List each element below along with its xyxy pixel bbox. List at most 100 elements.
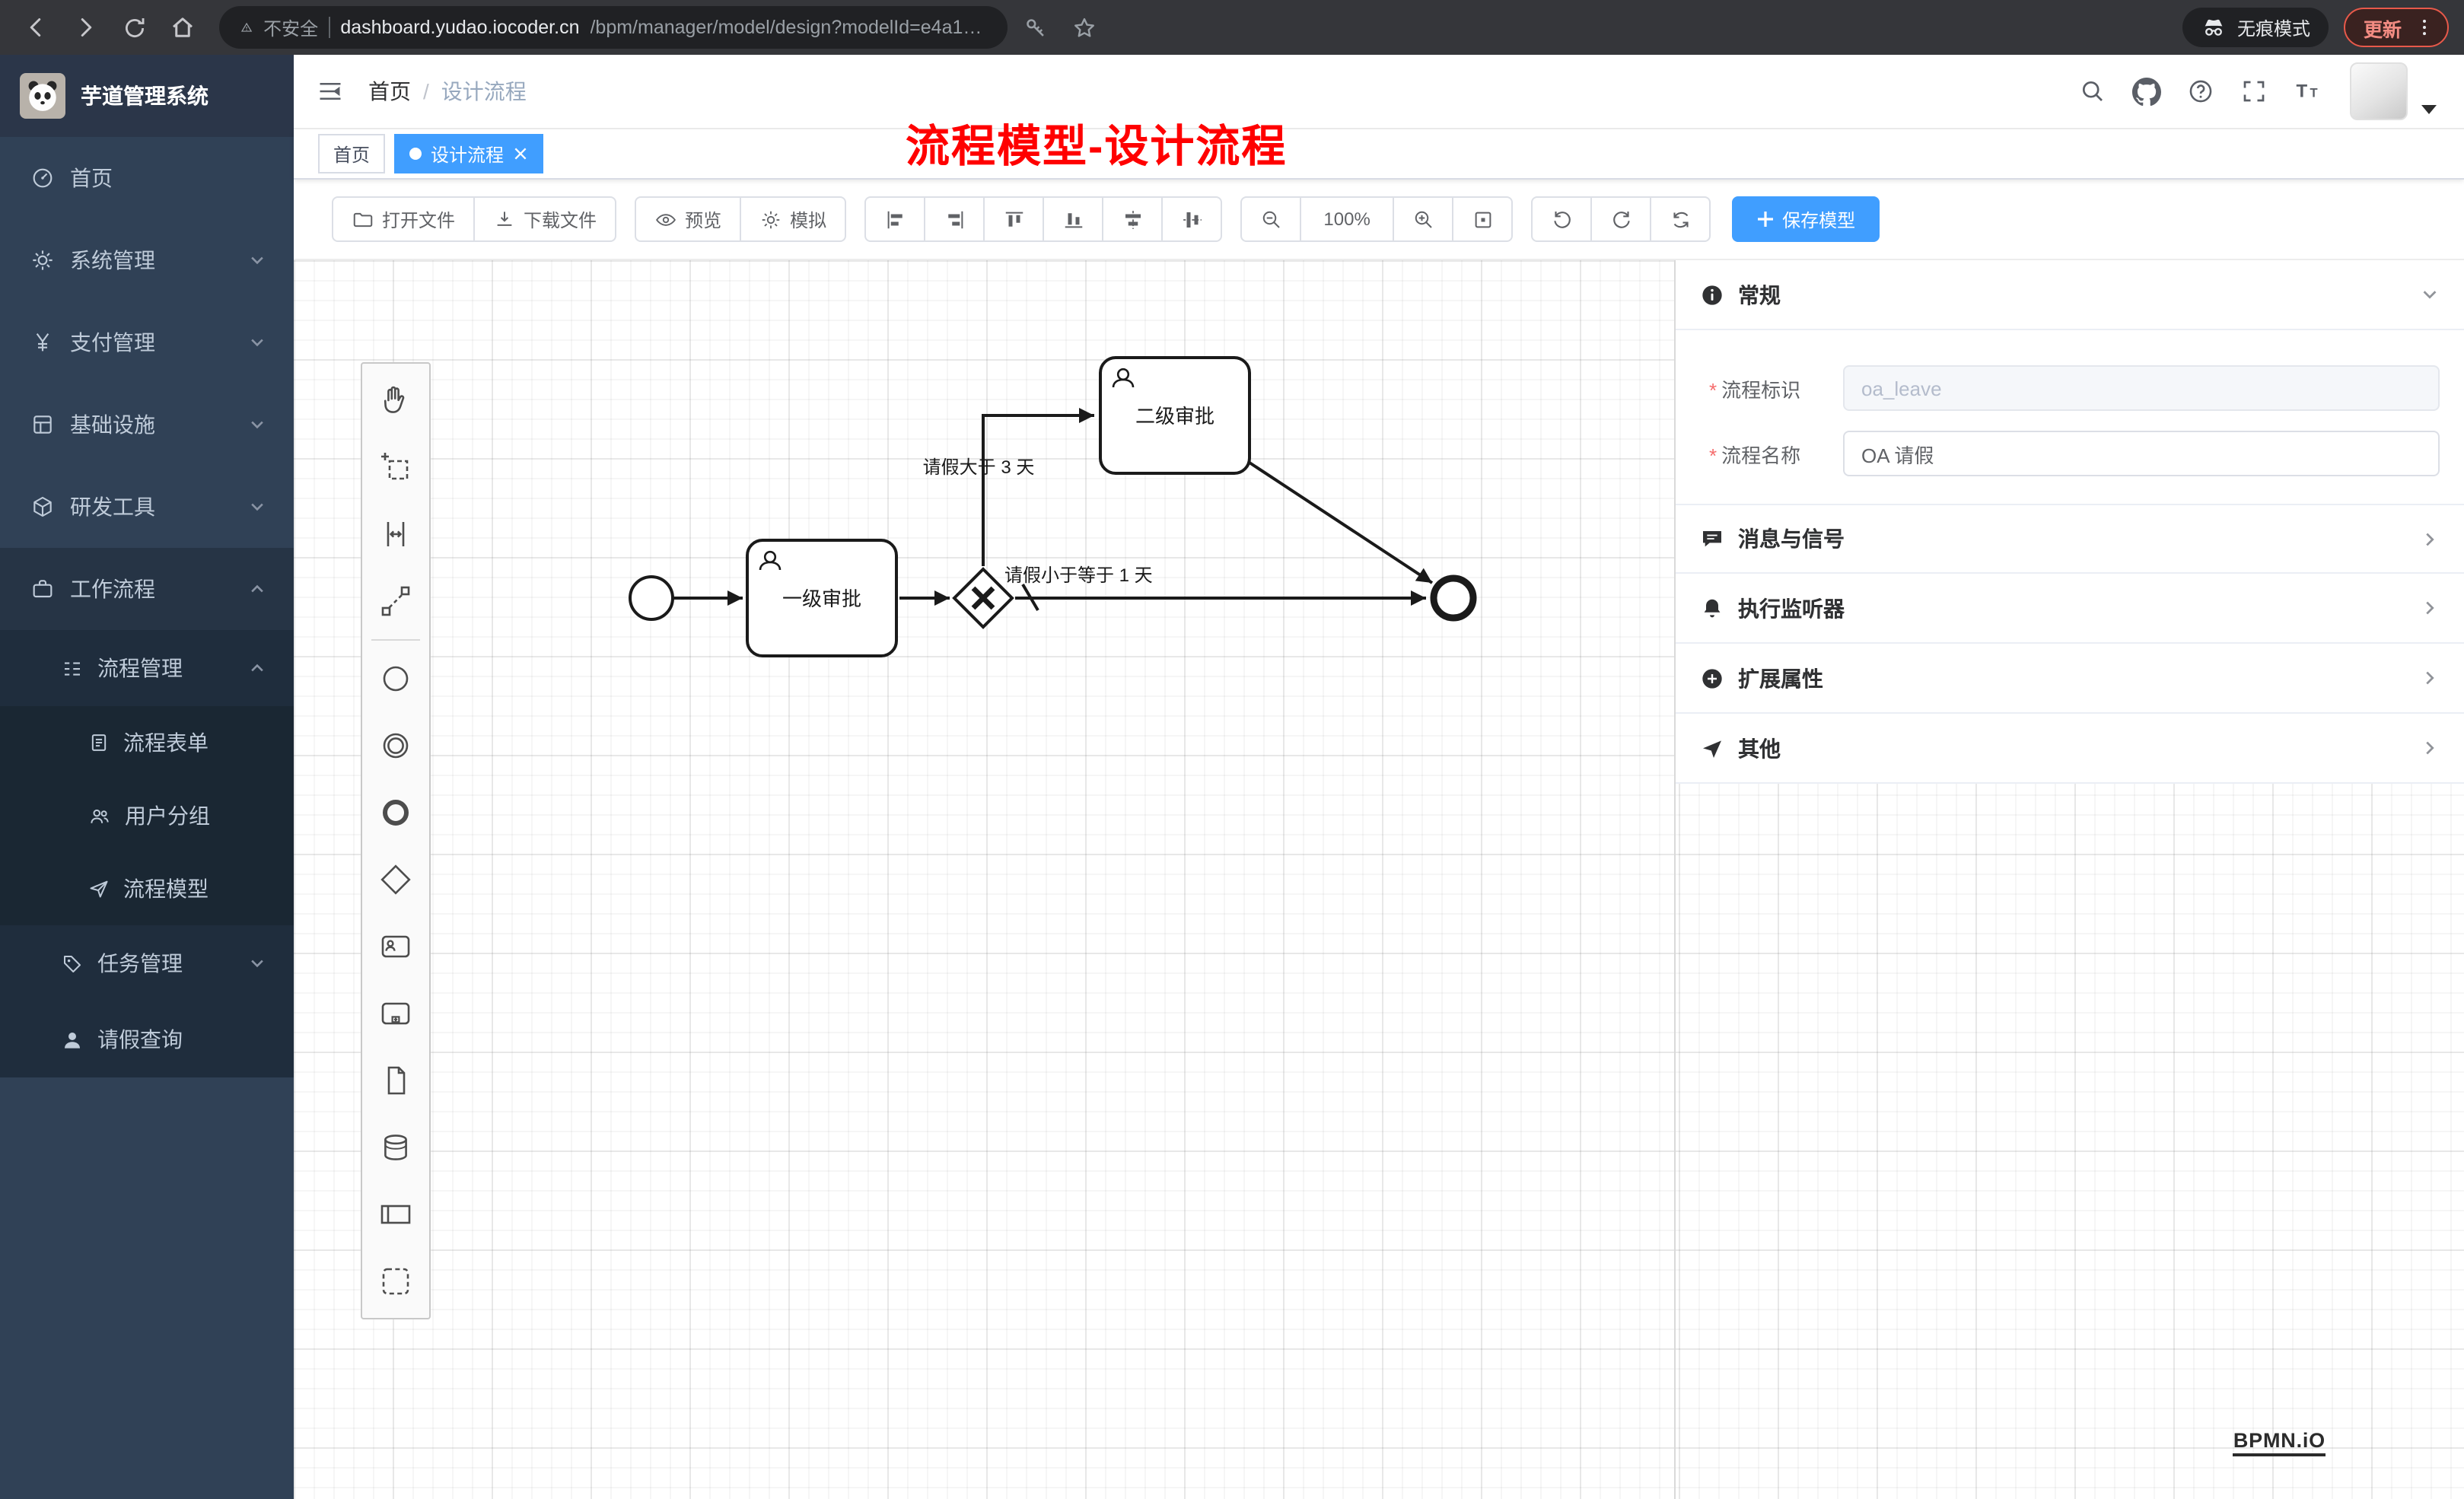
sidebar-item-payment[interactable]: 支付管理 bbox=[0, 301, 294, 384]
download-file-button[interactable]: 下载文件 bbox=[473, 196, 617, 242]
palette-create-subprocess[interactable] bbox=[362, 980, 429, 1047]
undo-button[interactable] bbox=[1531, 196, 1593, 242]
redo-button[interactable] bbox=[1590, 196, 1652, 242]
gear-icon bbox=[762, 210, 780, 228]
password-key-button[interactable] bbox=[1014, 6, 1056, 49]
bookmark-star-button[interactable] bbox=[1062, 6, 1105, 49]
palette-separator bbox=[371, 639, 420, 641]
panel-section-other[interactable]: 其他 bbox=[1676, 714, 2464, 784]
start-event[interactable] bbox=[629, 575, 674, 621]
simulate-button[interactable]: 模拟 bbox=[740, 196, 847, 242]
restart-button[interactable] bbox=[1650, 196, 1711, 242]
palette-hand-tool[interactable] bbox=[362, 367, 429, 434]
zoom-in-button[interactable] bbox=[1393, 196, 1454, 242]
sidebar-item-home[interactable]: 首页 bbox=[0, 137, 294, 219]
panel-section-general[interactable]: 常规 bbox=[1676, 260, 2464, 330]
sidebar-item-label: 研发工具 bbox=[70, 495, 155, 519]
kebab-menu-icon[interactable] bbox=[2414, 17, 2435, 38]
palette-create-participant[interactable] bbox=[362, 1181, 429, 1248]
sidebar-item-user-group[interactable]: 用户分组 bbox=[0, 779, 294, 852]
refresh-icon bbox=[1673, 211, 1688, 228]
align-left-button[interactable] bbox=[864, 196, 926, 242]
field-label: *流程名称 bbox=[1709, 444, 1801, 466]
browser-reload-button[interactable] bbox=[113, 6, 155, 49]
tab-home[interactable]: 首页 bbox=[318, 134, 386, 173]
palette-space-tool[interactable] bbox=[362, 501, 429, 568]
palette-create-group[interactable] bbox=[362, 1248, 429, 1315]
panel-section-extension-attrs[interactable]: 扩展属性 bbox=[1676, 644, 2464, 714]
user-avatar[interactable] bbox=[2350, 62, 2408, 120]
palette-create-gateway[interactable] bbox=[362, 846, 429, 913]
save-model-button[interactable]: 保存模型 bbox=[1732, 196, 1880, 242]
bpmn-diagram[interactable]: 一级审批 二级审批 bbox=[294, 260, 1663, 1499]
lasso-icon bbox=[381, 453, 409, 480]
task-first-approval[interactable]: 一级审批 bbox=[746, 539, 898, 657]
palette-create-start-event[interactable] bbox=[362, 645, 429, 712]
search-icon bbox=[2082, 81, 2103, 101]
sidebar-item-process-form[interactable]: 流程表单 bbox=[0, 706, 294, 779]
chrome-update-button[interactable]: 更新 bbox=[2343, 8, 2449, 47]
properties-panel: 常规 *流程标识 *流程名称 bbox=[1674, 260, 2464, 1499]
browser-home-button[interactable] bbox=[161, 6, 204, 49]
align-right-button[interactable] bbox=[924, 196, 985, 242]
palette-create-data-object[interactable] bbox=[362, 1047, 429, 1114]
process-name-input[interactable] bbox=[1843, 431, 2440, 476]
sidebar-item-process-management[interactable]: 流程管理 bbox=[0, 630, 294, 706]
flow-label-greater-3-days[interactable]: 请假大于 3 天 bbox=[923, 457, 1035, 478]
github-link[interactable] bbox=[2132, 77, 2161, 106]
align-center-button[interactable] bbox=[1102, 196, 1164, 242]
help-button[interactable] bbox=[2187, 78, 2214, 105]
address-bar[interactable]: 不安全 dashboard.yudao.iocoder.cn/bpm/manag… bbox=[219, 6, 1008, 49]
svg-text:T: T bbox=[2297, 81, 2308, 102]
start-event-icon bbox=[383, 666, 409, 692]
security-label[interactable]: 不安全 bbox=[263, 18, 319, 39]
exclusive-gateway[interactable] bbox=[952, 567, 1014, 629]
zoom-reset-button[interactable] bbox=[1452, 196, 1514, 242]
browser-forward-button[interactable] bbox=[64, 6, 107, 49]
end-event[interactable] bbox=[1430, 574, 1477, 622]
avatar-caret-icon[interactable] bbox=[2421, 105, 2437, 114]
chevron-up-icon bbox=[248, 659, 266, 677]
sidebar-item-leave-query[interactable]: 请假查询 bbox=[0, 1001, 294, 1077]
preview-button[interactable]: 预览 bbox=[635, 196, 742, 242]
button-label: 模拟 bbox=[790, 209, 827, 231]
align-middle-button[interactable] bbox=[1161, 196, 1223, 242]
zoom-out-button[interactable] bbox=[1240, 196, 1302, 242]
panel-section-message-signal[interactable]: 消息与信号 bbox=[1676, 504, 2464, 574]
open-file-button[interactable]: 打开文件 bbox=[332, 196, 476, 242]
sidebar-item-infrastructure[interactable]: 基础设施 bbox=[0, 384, 294, 466]
panel-section-execution-listener[interactable]: 执行监听器 bbox=[1676, 574, 2464, 644]
sidebar-item-workflow[interactable]: 工作流程 bbox=[0, 548, 294, 630]
bpmn-canvas-area[interactable]: 一级审批 二级审批 bbox=[294, 259, 2464, 1499]
sidebar-logo[interactable]: 芋道管理系统 bbox=[0, 55, 294, 137]
palette-create-user-task[interactable] bbox=[362, 913, 429, 980]
fullscreen-button[interactable] bbox=[2240, 78, 2268, 105]
palette-create-data-store[interactable] bbox=[362, 1114, 429, 1181]
sidebar-item-task-management[interactable]: 任务管理 bbox=[0, 925, 294, 1001]
sidebar-item-system[interactable]: 系统管理 bbox=[0, 219, 294, 301]
sidebar-item-devtools[interactable]: 研发工具 bbox=[0, 466, 294, 548]
palette-lasso-tool[interactable] bbox=[362, 434, 429, 501]
sidebar-item-label: 用户分组 bbox=[125, 804, 210, 828]
palette-create-end-event[interactable] bbox=[362, 779, 429, 846]
breadcrumb-home[interactable]: 首页 bbox=[368, 79, 411, 103]
align-top-button[interactable] bbox=[983, 196, 1045, 242]
sidebar-item-process-model[interactable]: 流程模型 bbox=[0, 852, 294, 925]
close-icon[interactable] bbox=[513, 146, 528, 161]
header-search-button[interactable] bbox=[2079, 78, 2106, 105]
bpmnio-logo[interactable]: BPMN.iO bbox=[2233, 1429, 2326, 1456]
flow-gateway-to-task2[interactable] bbox=[982, 408, 1094, 566]
flow-task2-to-end[interactable] bbox=[1248, 461, 1434, 584]
sidebar-collapse-button[interactable] bbox=[317, 78, 344, 105]
palette-global-connect-tool[interactable] bbox=[362, 568, 429, 635]
task-second-approval[interactable]: 二级审批 bbox=[1099, 356, 1251, 475]
browser-back-button[interactable] bbox=[15, 6, 58, 49]
align-bottom-button[interactable] bbox=[1043, 196, 1104, 242]
flow-label-lte-1-day[interactable]: 请假小于等于 1 天 bbox=[1004, 565, 1153, 586]
github-icon bbox=[2132, 77, 2161, 106]
tab-label: 首页 bbox=[333, 144, 371, 165]
tab-design-active[interactable]: 设计流程 bbox=[394, 134, 544, 173]
palette-create-intermediate-event[interactable] bbox=[362, 712, 429, 779]
plus-icon bbox=[1758, 212, 1774, 227]
